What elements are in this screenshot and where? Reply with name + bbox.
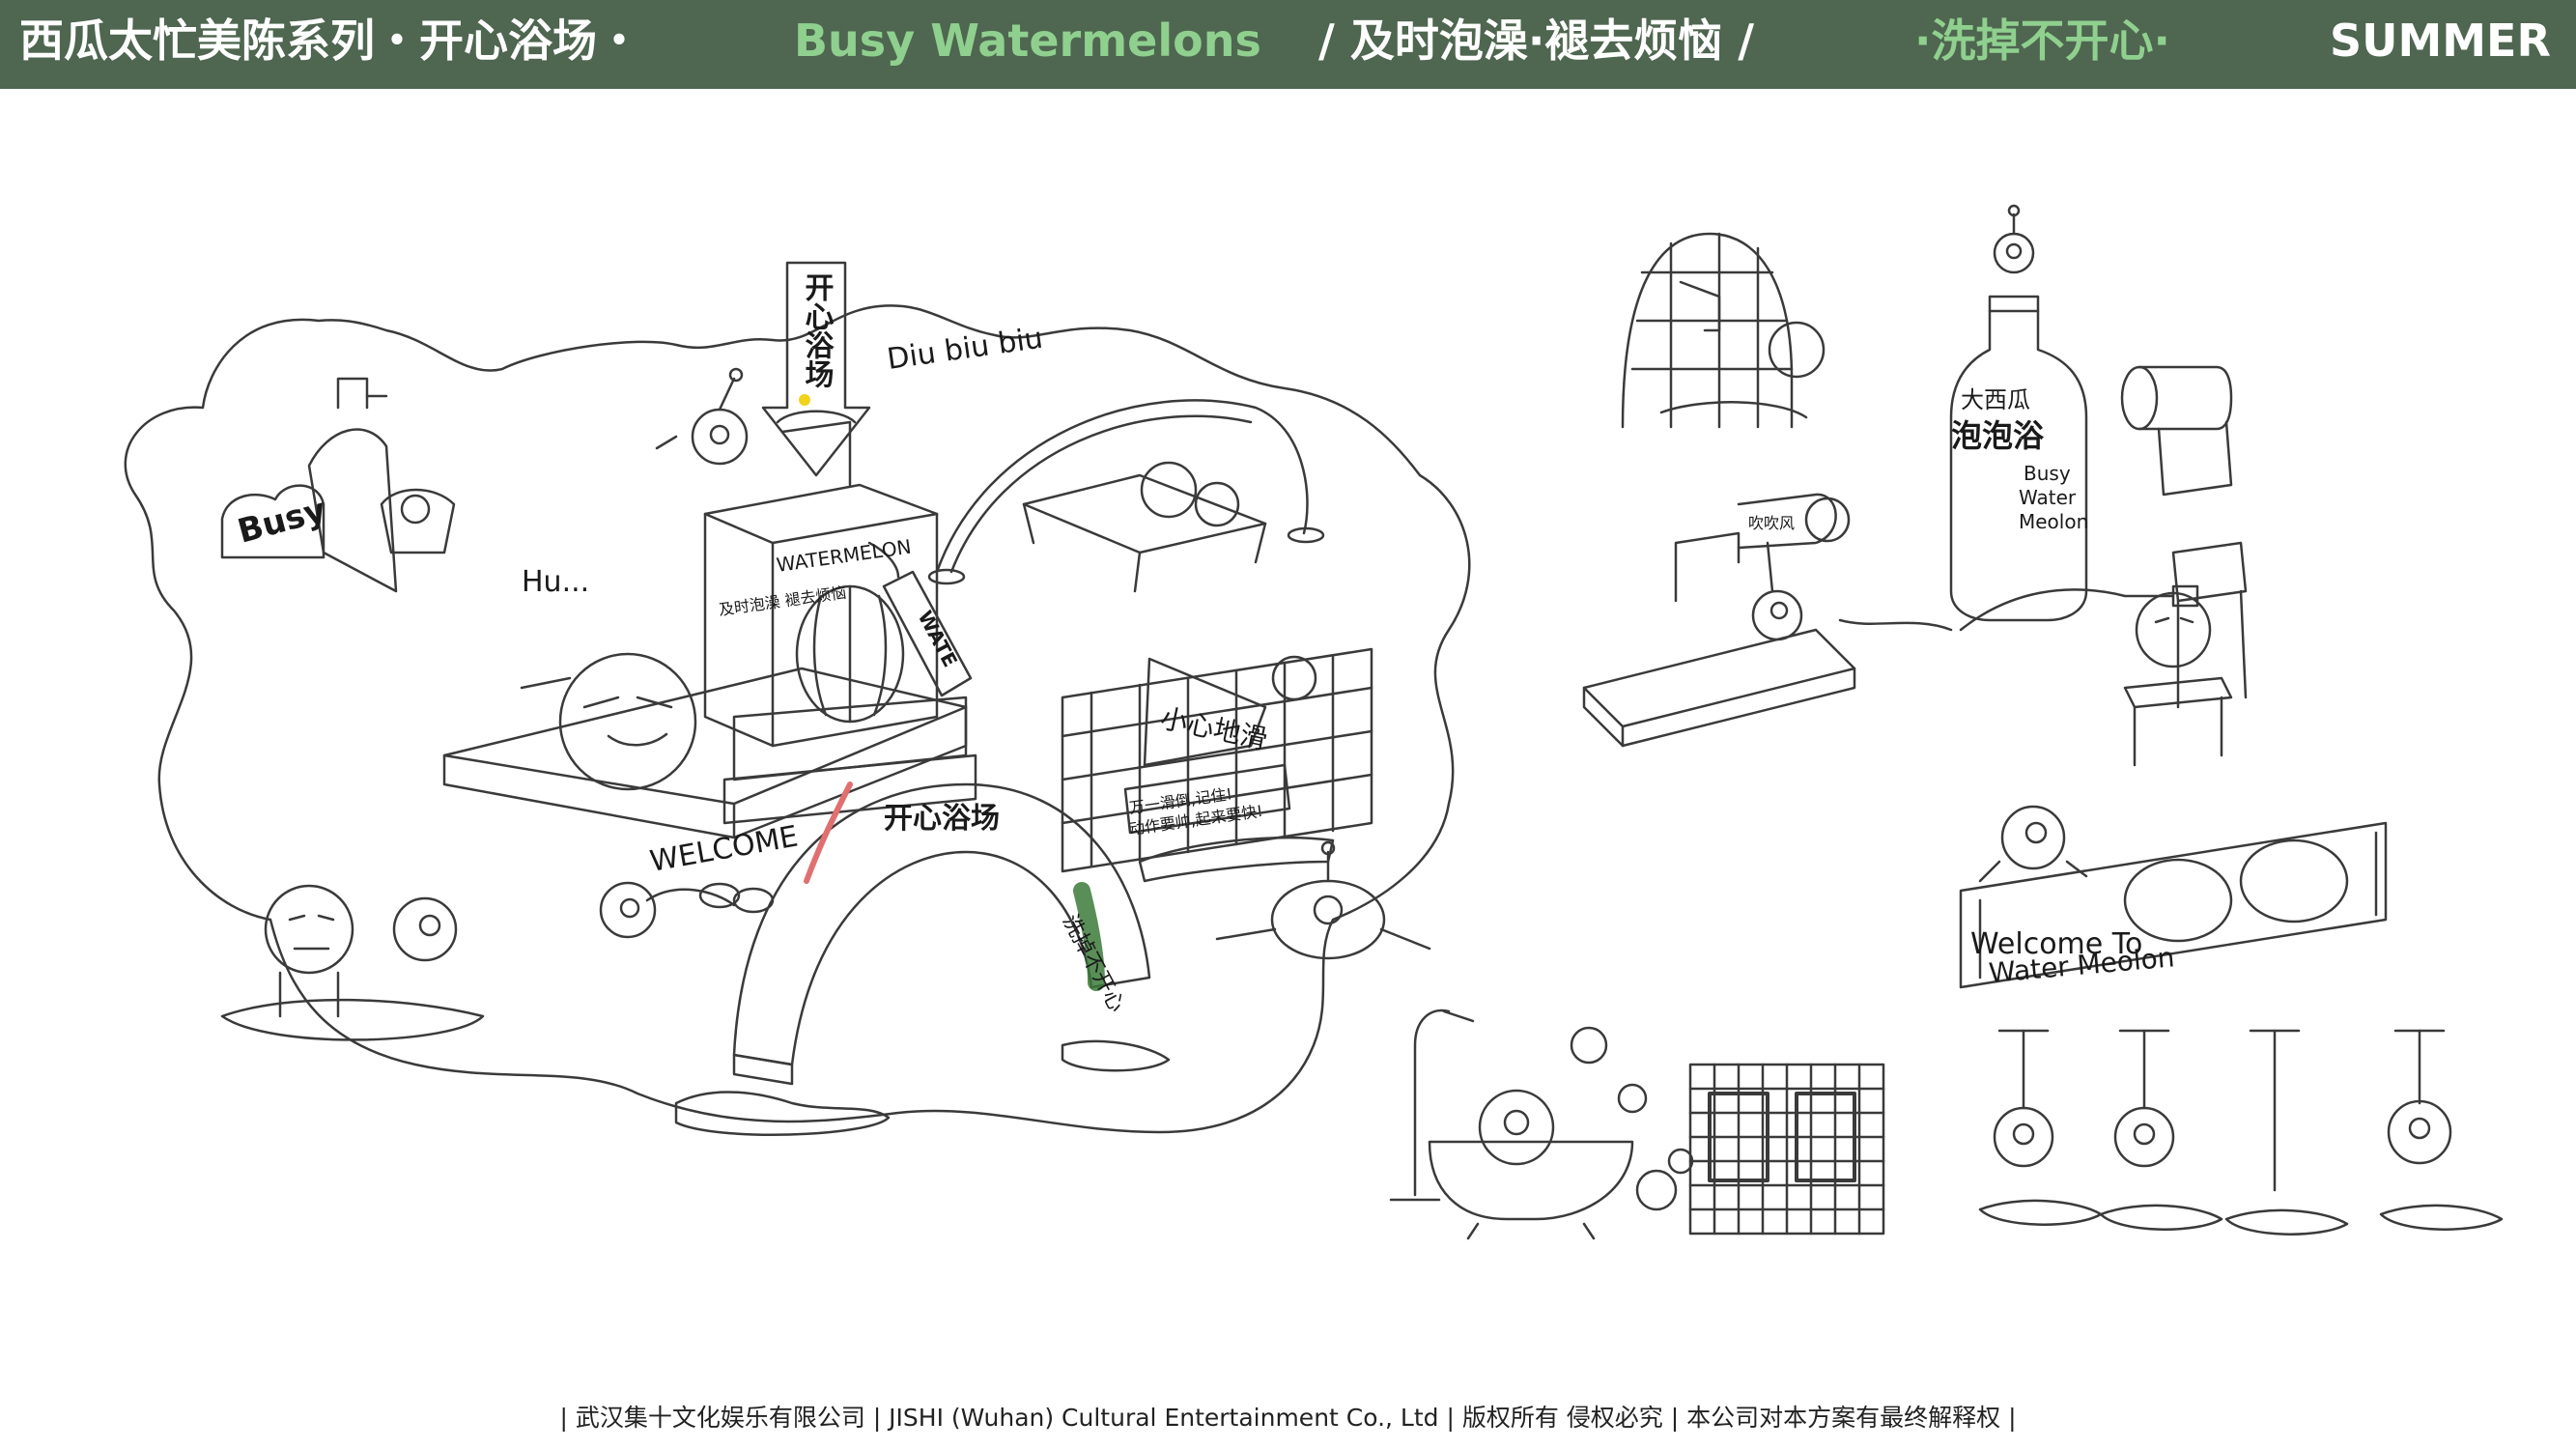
slogan-bath: / 及时泡澡·褪去烦恼 /	[1318, 14, 1755, 67]
slogan-wash: ·洗掉不开心·	[1914, 14, 2170, 67]
creature-chair-sketch	[2123, 541, 2248, 767]
wate-tag-text: WATE	[914, 607, 962, 670]
sink-dryer-sketch	[1582, 232, 1953, 748]
happy-bath-sign-text: 开心浴场	[800, 272, 835, 388]
busy-text: Busy	[234, 491, 330, 552]
creature-lying-sketch	[1215, 840, 1431, 960]
arrow-sign-sketch	[761, 261, 871, 477]
creatures-cloud-sketch	[220, 884, 485, 1041]
bottle-title-text: 泡泡浴	[1951, 417, 2045, 454]
watermelon-tower-sketch	[655, 367, 977, 825]
brand-title: Busy Watermelons	[794, 14, 1261, 67]
color-accents	[799, 394, 1105, 991]
caution-wall-sketch	[1061, 647, 1373, 883]
dryer-label-text: 吹吹风	[1748, 514, 1795, 532]
hanging-creatures-sketch	[1978, 1029, 2504, 1236]
footer-copyright: | 武汉集十文化娱乐有限公司 | JISHI (Wuhan) Cultural …	[559, 1404, 2017, 1432]
cloud-outline	[124, 304, 1471, 1134]
towel-grid-sketch	[1688, 1063, 1885, 1236]
bath-blessing-text: 及时泡澡 褪去烦恼	[718, 583, 847, 619]
welcome-arch-sketch	[599, 782, 1171, 1136]
fountain-sketch	[220, 377, 456, 593]
series-title: 西瓜太忙美陈系列・开心浴场・	[19, 14, 641, 67]
paper-roll-sketch	[2120, 365, 2233, 497]
sunbed-sketch	[927, 399, 1325, 593]
welcome-mat-sketch	[1959, 805, 2388, 989]
welcome-to-text: Welcome To	[1970, 927, 2142, 961]
bottle-en-2: Water	[2019, 486, 2077, 509]
bottle-brand-text: 大西瓜	[1961, 386, 2030, 413]
plug-cable-sketch	[1959, 588, 2175, 632]
hu-text: Hu...	[522, 565, 589, 599]
wate-tag-sketch	[882, 570, 973, 697]
arch-title-text: 开心浴场	[884, 802, 1000, 836]
header-bar: 西瓜太忙美陈系列・开心浴场・ Busy Watermelons / 及时泡澡·褪…	[0, 0, 2576, 89]
bottle-en-3: Meolon	[2019, 510, 2088, 533]
caution-text: 小心地滑	[1158, 702, 1270, 756]
bottle-en-1: Busy	[2024, 462, 2071, 485]
welcome-text: WELCOME	[647, 820, 800, 879]
diu-text: Diu biu biu	[885, 322, 1045, 377]
watermelon-text: WATERMELON	[775, 535, 913, 577]
season-label: SUMMER	[2330, 14, 2551, 67]
sketch-illustration: 开心浴场 Diu biu biu Busy Hu... WATERMELON W…	[124, 204, 2504, 1240]
bathtub-sketch	[1389, 1009, 1694, 1240]
